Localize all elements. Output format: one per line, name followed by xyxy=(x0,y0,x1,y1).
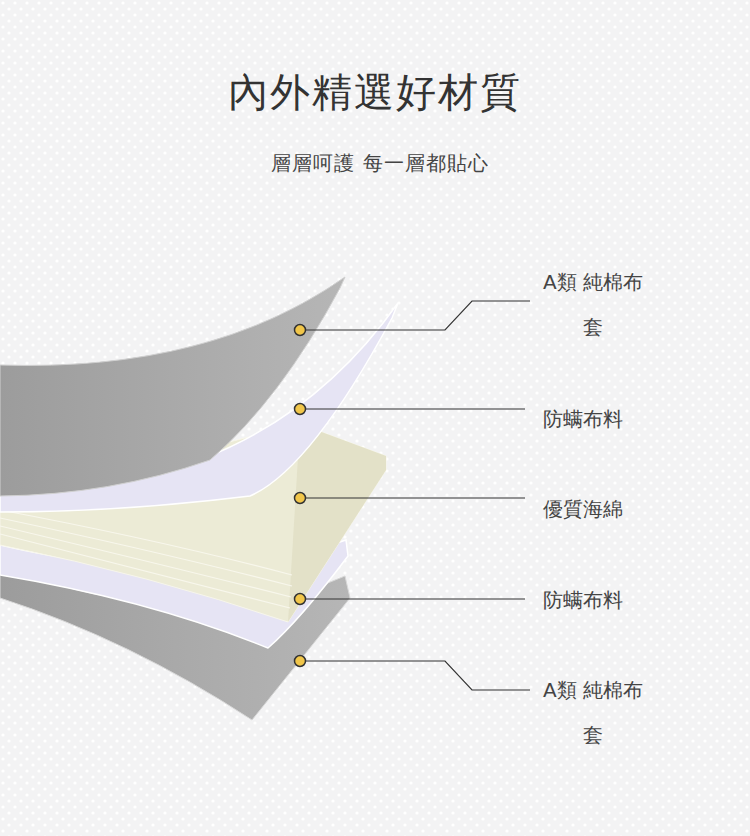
callout-label: A類 純棉布套 xyxy=(540,668,646,758)
foam-lines xyxy=(0,510,292,608)
subtitle: 層層呵護 每一層都貼心 xyxy=(5,148,750,178)
leader-lines xyxy=(300,301,530,690)
callout-label: 優質海綿 xyxy=(543,487,663,531)
cotton-cover-top xyxy=(0,277,345,496)
callout-label: 防螨布料 xyxy=(543,397,663,441)
callout-label: 防螨布料 xyxy=(543,578,663,622)
page-title: 內外精選好材質 xyxy=(0,62,750,122)
callout-label: A類 純棉布套 xyxy=(540,260,646,350)
callout-dots xyxy=(295,325,306,667)
